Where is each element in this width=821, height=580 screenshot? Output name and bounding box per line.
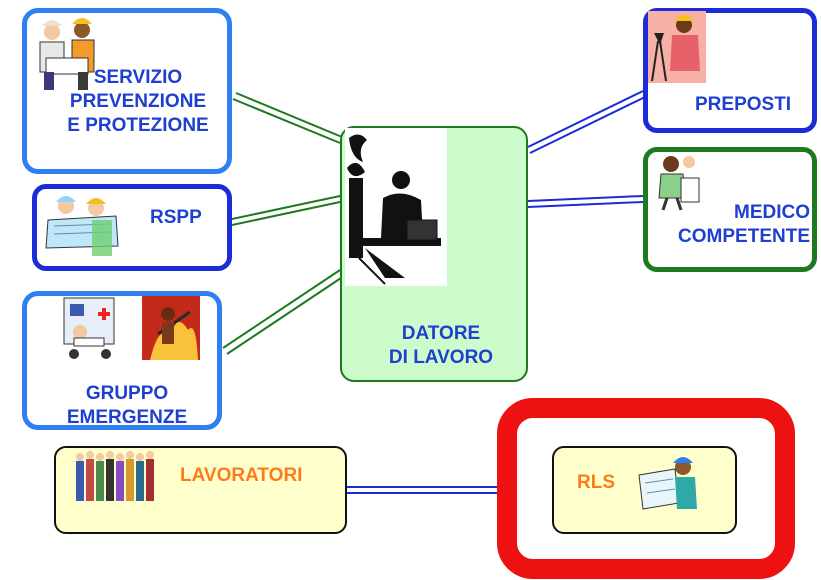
node-gruppo-label: GRUPPO EMERGENZE (66, 383, 188, 428)
node-medico-label: MEDICO COMPETENTE (678, 202, 810, 247)
worker-with-plan-icon (638, 457, 697, 510)
workers-reading-plans-icon (39, 18, 95, 90)
node-lavoratori-label: LAVORATORI (180, 465, 303, 486)
node-servizio-label: SERVIZIO PREVENZIONE E PROTEZIONE (67, 67, 209, 136)
edge-gruppo-datore (222, 269, 345, 355)
edge-datore-preposti (527, 90, 646, 154)
group-of-workers-icon (76, 451, 154, 501)
edge-rspp-datore (231, 195, 341, 226)
surveyor-icon (648, 11, 706, 83)
edge-servizio-datore (232, 92, 343, 144)
doctor-icon (658, 156, 700, 211)
node-preposti-label: PREPOSTI (695, 94, 792, 115)
edge-datore-medico (527, 195, 644, 208)
manager-at-desk-icon (345, 128, 447, 286)
node-rls-label: RLS (577, 472, 615, 493)
engineers-with-blueprint-icon (45, 196, 119, 256)
node-rspp-label: RSPP (150, 207, 202, 228)
node-datore-label: DATORE DI LAVORO (388, 323, 494, 368)
firefighter-icon (142, 296, 200, 360)
ambulance-icon (63, 297, 115, 359)
node-rls-box[interactable] (552, 446, 737, 534)
